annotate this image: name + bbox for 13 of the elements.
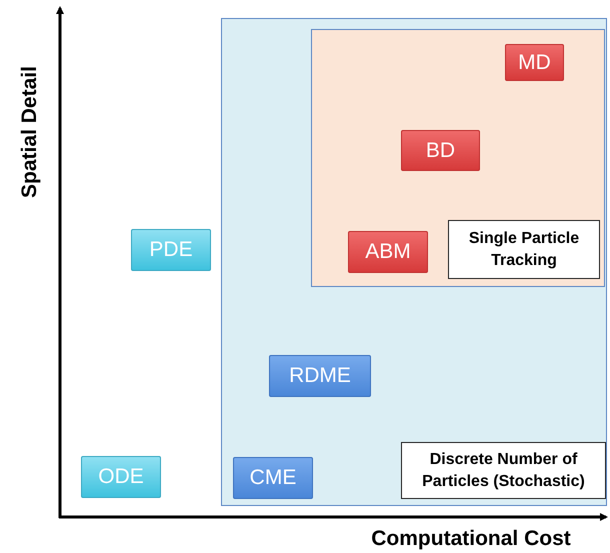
method-box: BD <box>401 130 480 171</box>
method-box: ODE <box>81 456 161 498</box>
region-panel <box>311 29 605 287</box>
region-label: Single Particle Tracking <box>448 220 600 279</box>
method-box: RDME <box>269 355 371 397</box>
x-axis-title: Computational Cost <box>370 526 572 552</box>
method-box: PDE <box>131 229 211 271</box>
region-panel <box>221 18 607 506</box>
method-box: CME <box>233 457 313 499</box>
method-box: MD <box>505 44 564 81</box>
region-label: Discrete Number of Particles (Stochastic) <box>401 442 606 499</box>
y-axis-title: Spatial Detail <box>17 65 42 200</box>
method-box: ABM <box>348 231 428 273</box>
